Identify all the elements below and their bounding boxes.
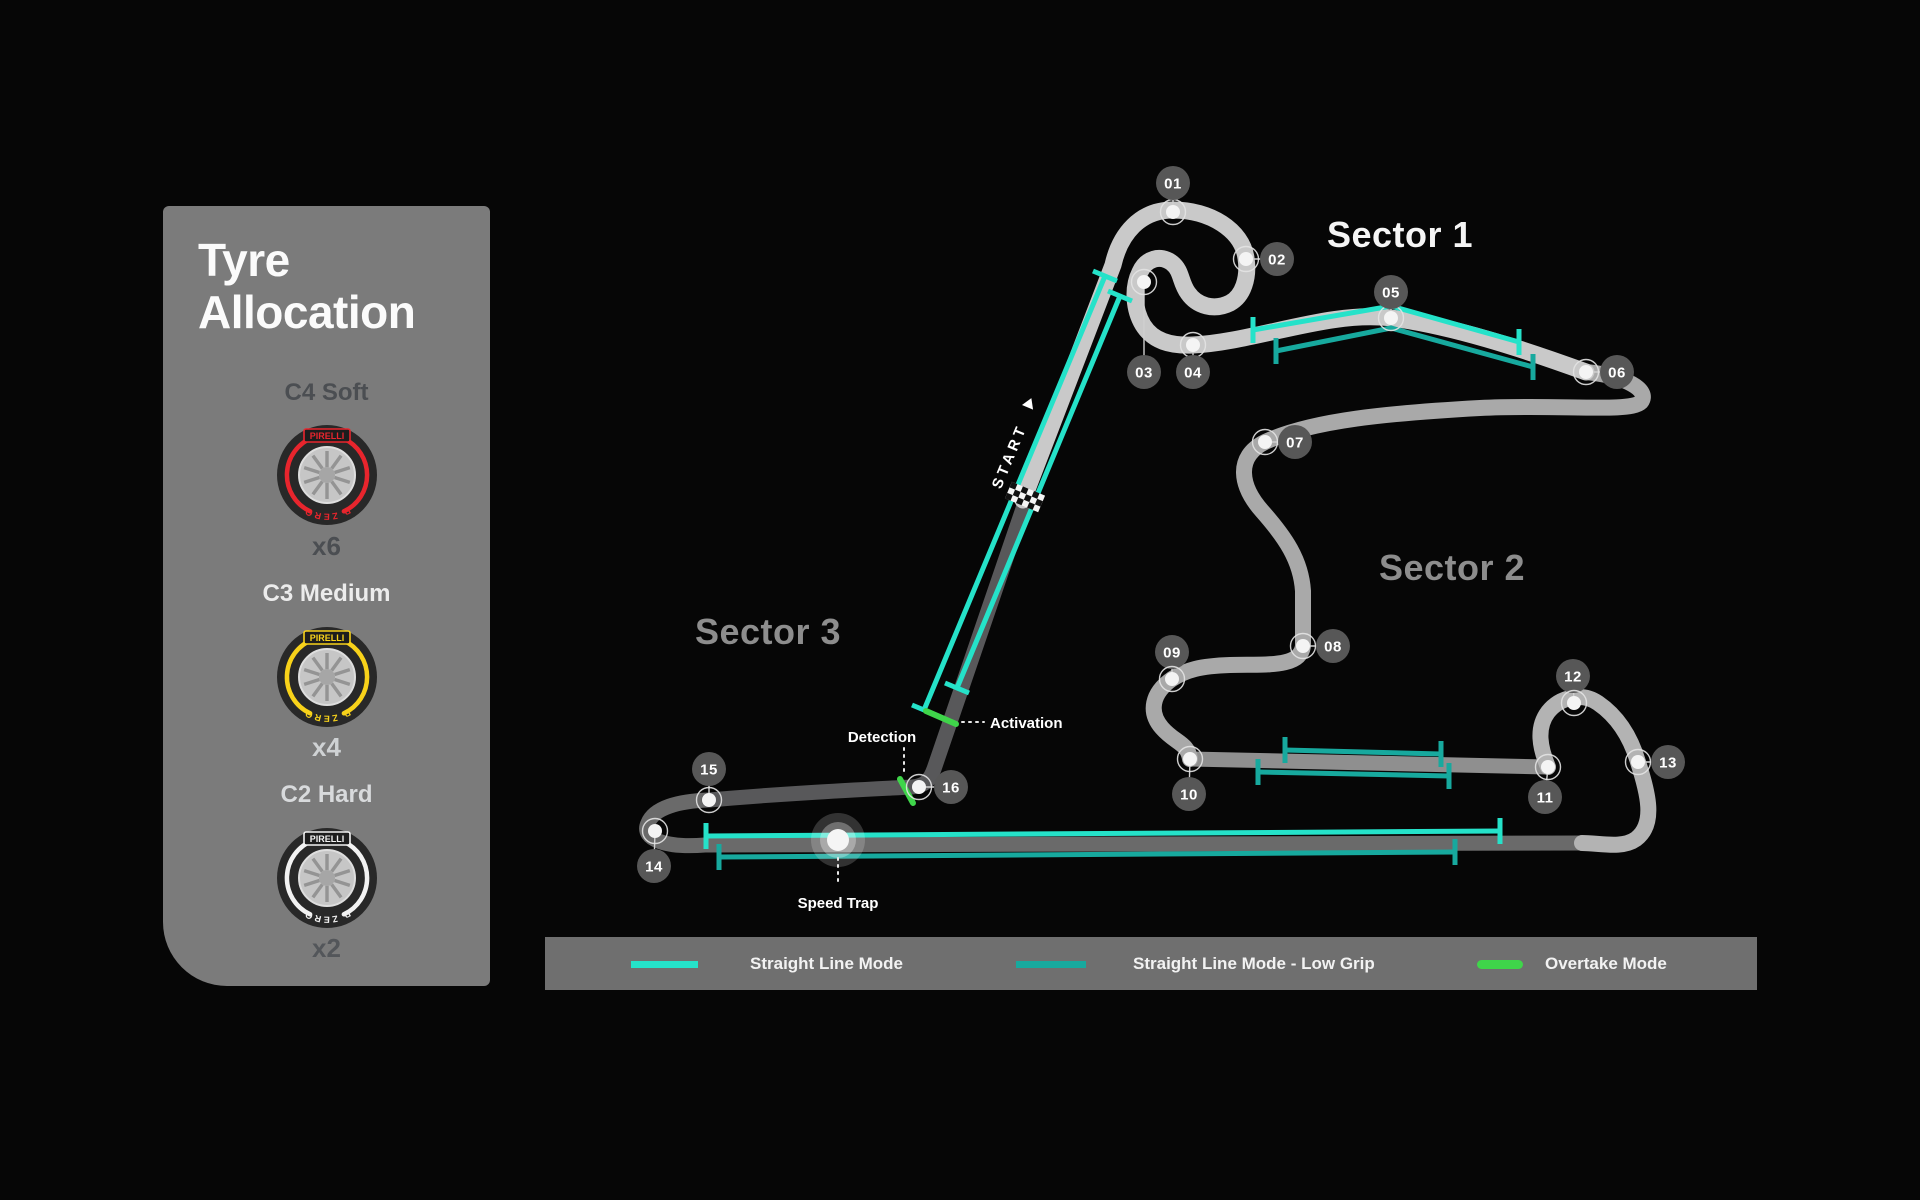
- svg-text:15: 15: [700, 762, 718, 779]
- tyre-icon-hard: PIRELLI P ZERO: [277, 828, 377, 928]
- speed-trap-label: Speed Trap: [798, 895, 879, 912]
- track-sector1-run: [1014, 201, 1595, 509]
- corner-marker-07: 07: [1251, 425, 1312, 459]
- sector-3-label: Sector 3: [695, 611, 841, 652]
- speed-trap-marker: [811, 813, 865, 887]
- corner-marker-03: 03: [1127, 268, 1161, 389]
- svg-text:01: 01: [1164, 176, 1182, 193]
- legend-label-overtake: Overtake Mode: [1545, 954, 1667, 973]
- tyre-brand-text: PIRELLI: [310, 633, 345, 643]
- corner-marker-14: 14: [637, 817, 671, 883]
- panel-title: Tyre Allocation: [198, 234, 416, 338]
- tyre-count-medium: x4: [312, 732, 341, 762]
- drs-activation-tick: [923, 708, 959, 727]
- svg-text:16: 16: [942, 780, 960, 797]
- svg-text:08: 08: [1324, 639, 1342, 656]
- legend-bar: Straight Line Mode Straight Line Mode - …: [545, 937, 1757, 990]
- track-hairpin-11-13: [1532, 689, 1657, 853]
- svg-text:09: 09: [1163, 645, 1181, 662]
- track-sector3-run: [701, 486, 1036, 808]
- sector-1-label: Sector 1: [1327, 214, 1473, 255]
- track-esses-06-10: [1145, 364, 1651, 767]
- svg-text:10: 10: [1180, 787, 1198, 804]
- corner-marker-10: 10: [1172, 745, 1206, 811]
- panel-title-line1: Tyre: [198, 234, 290, 286]
- corner-marker-09: 09: [1155, 635, 1189, 693]
- corner-marker-16: 16: [905, 770, 968, 804]
- track-inner-straight: [1182, 751, 1556, 775]
- compound-label-medium: C3 Medium: [262, 580, 391, 607]
- drs-lines-t4-t6: [1250, 303, 1536, 380]
- start-finish-line: [1004, 481, 1046, 513]
- corner-marker-12: 12: [1556, 659, 1590, 717]
- activation-label: Activation: [990, 715, 1063, 732]
- legend-label-low-grip: Straight Line Mode - Low Grip: [1133, 954, 1375, 973]
- tyre-icon-soft: PIRELLI P ZERO: [277, 425, 377, 525]
- compound-label-soft: C4 Soft: [284, 379, 369, 406]
- corner-marker-06: 06: [1572, 355, 1634, 389]
- sector-2-label: Sector 2: [1379, 547, 1525, 588]
- svg-text:04: 04: [1184, 365, 1202, 382]
- tyre-count-soft: x6: [312, 531, 341, 561]
- svg-text:03: 03: [1135, 365, 1153, 382]
- svg-text:07: 07: [1286, 435, 1304, 452]
- legend-swatch-low-grip: [1016, 961, 1086, 968]
- corner-marker-04: 04: [1176, 331, 1210, 389]
- corner-marker-15: 15: [692, 752, 726, 814]
- svg-text:12: 12: [1564, 669, 1582, 686]
- svg-text:05: 05: [1382, 285, 1400, 302]
- track-back-straight: [639, 792, 1596, 854]
- svg-text:13: 13: [1659, 755, 1677, 772]
- tyre-brand-text: PIRELLI: [310, 431, 345, 441]
- drs-lines-inner-straight: [1255, 737, 1452, 789]
- svg-text:06: 06: [1608, 365, 1626, 382]
- corner-marker-13: 13: [1624, 745, 1685, 779]
- corner-marker-11: 11: [1528, 753, 1562, 814]
- legend-swatch-overtake: [1477, 960, 1523, 969]
- svg-text:14: 14: [645, 859, 663, 876]
- corner-marker-05: 05: [1374, 275, 1408, 332]
- panel-title-line2: Allocation: [198, 286, 416, 338]
- tyre-icon-medium: PIRELLI P ZERO: [277, 627, 377, 727]
- corner-marker-02: 02: [1232, 242, 1294, 276]
- corner-marker-08: 08: [1289, 629, 1350, 663]
- tyre-brand-text: PIRELLI: [310, 834, 345, 844]
- svg-text:11: 11: [1537, 790, 1554, 807]
- legend-label-straight-line: Straight Line Mode: [750, 954, 903, 973]
- compound-label-hard: C2 Hard: [280, 781, 373, 808]
- detection-label: Detection: [848, 729, 916, 746]
- svg-text:02: 02: [1268, 252, 1286, 269]
- corner-marker-01: 01: [1156, 166, 1190, 226]
- legend-swatch-straight-line: [631, 961, 698, 968]
- direction-arrow-icon: [1021, 398, 1034, 410]
- tyre-allocation-panel: Tyre Allocation C4 Soft PIRELLI P ZERO: [163, 206, 490, 986]
- tyre-count-hard: x2: [312, 933, 341, 963]
